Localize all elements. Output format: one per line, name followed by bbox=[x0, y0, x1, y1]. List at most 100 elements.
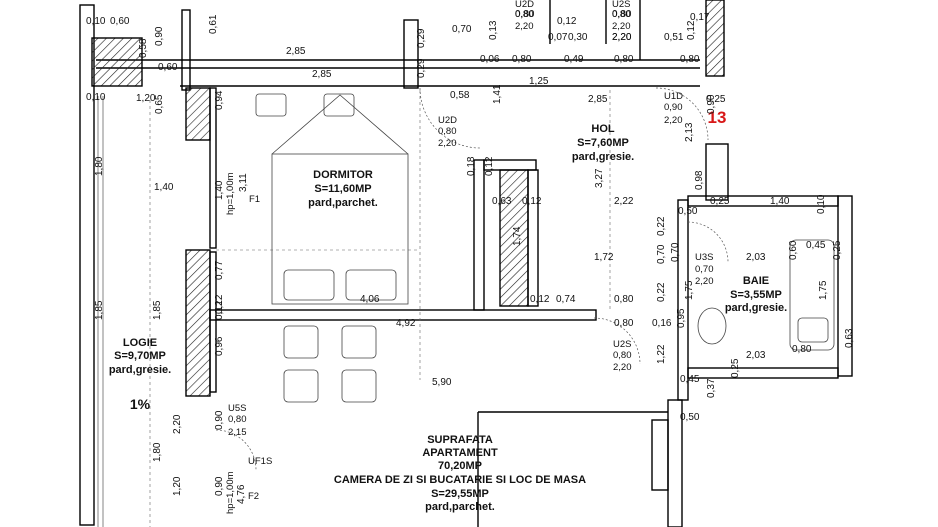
svg-text:BAIE: BAIE bbox=[743, 275, 769, 287]
dimension-label: 2,03 bbox=[746, 350, 766, 361]
logie-label: LOGIE S=9,70MP pard,gresie. 1% bbox=[109, 337, 171, 412]
svg-text:0,90: 0,90 bbox=[664, 102, 683, 113]
svg-text:U2D: U2D bbox=[515, 0, 534, 10]
dimension-label: 0,60 bbox=[110, 16, 130, 27]
dimension-label: 0,10 bbox=[86, 92, 106, 103]
dimension-label: 3,11 bbox=[238, 173, 249, 192]
dimension-label: 0,80 bbox=[614, 318, 634, 329]
opening-tag: U1D 0,90 2,20 bbox=[664, 91, 683, 126]
hol-partition bbox=[473, 159, 485, 311]
pier-upper bbox=[185, 87, 211, 141]
dimension-label: 0,63 bbox=[492, 196, 512, 207]
dimension-label: 0,25 bbox=[730, 358, 741, 378]
dimension-label: 0,80 bbox=[614, 54, 634, 65]
dimension-label: 2,85 bbox=[588, 94, 608, 105]
dimension-label: 0,12 bbox=[686, 20, 697, 40]
svg-text:U2S: U2S bbox=[613, 339, 631, 350]
svg-text:0,80: 0,80 bbox=[438, 126, 457, 137]
dimension-label: 0,07 bbox=[548, 32, 568, 43]
dimension-label: 0,06 bbox=[480, 54, 500, 65]
dimension-label: 0,80 bbox=[512, 54, 532, 65]
bathtub bbox=[789, 239, 835, 351]
dimension-label: 0,70 bbox=[452, 24, 472, 35]
window-frame-upper bbox=[209, 87, 217, 249]
dimension-label: 1,80 bbox=[94, 156, 105, 176]
svg-text:APARTAMENT: APARTAMENT bbox=[422, 447, 498, 459]
dimension-label: 0,70 bbox=[670, 242, 681, 262]
svg-text:S=29,55MP: S=29,55MP bbox=[431, 488, 489, 500]
dimension-label: 0,45 bbox=[806, 240, 826, 251]
svg-text:SUPRAFATA: SUPRAFATA bbox=[427, 434, 493, 446]
svg-text:HOL: HOL bbox=[591, 123, 615, 135]
dimension-label: 0,90 bbox=[214, 410, 225, 430]
dimension-label: 1,20 bbox=[136, 93, 156, 104]
opening-tag: U3S 0,70 2,20 bbox=[695, 252, 714, 287]
dimension-label: 2,20 bbox=[172, 414, 183, 434]
dimension-label: 0,95 bbox=[676, 308, 687, 328]
dimension-label: 4,06 bbox=[360, 294, 380, 305]
svg-text:2,20: 2,20 bbox=[664, 115, 683, 126]
svg-text:70,20MP: 70,20MP bbox=[438, 460, 482, 472]
dimension-label: 0,10 bbox=[86, 16, 106, 27]
slope-label: 1% bbox=[130, 396, 151, 412]
dimension-label: 1,85 bbox=[94, 300, 105, 320]
dimension-label: 0,65 bbox=[154, 94, 165, 114]
dimension-label: 1,72 bbox=[594, 252, 614, 263]
svg-text:0,80: 0,80 bbox=[228, 414, 247, 425]
dimension-label: 4,76 bbox=[236, 484, 247, 504]
exterior-wall-left bbox=[79, 4, 95, 526]
svg-text:2,20: 2,20 bbox=[438, 138, 457, 149]
dimension-label: 0,13 bbox=[488, 20, 499, 40]
dimension-label: 0,49 bbox=[564, 54, 584, 65]
dimension-label: 0,37 bbox=[706, 378, 717, 398]
dimension-label: 0,90 bbox=[214, 476, 225, 496]
dimension-label: 0,29 bbox=[416, 58, 427, 78]
chair bbox=[341, 369, 377, 403]
column-top-left bbox=[91, 37, 143, 87]
bath-bottom-wall bbox=[687, 367, 839, 379]
dimension-label: 0,96 bbox=[214, 336, 225, 356]
svg-text:U2S: U2S bbox=[612, 0, 630, 10]
svg-text:S=11,60MP: S=11,60MP bbox=[314, 183, 371, 195]
dimension-label: 0,90 bbox=[706, 94, 717, 114]
svg-text:2,20: 2,20 bbox=[612, 21, 631, 32]
svg-text:S=9,70MP: S=9,70MP bbox=[114, 350, 166, 362]
bath-left-wall bbox=[677, 199, 689, 401]
dimension-label: 0,60 bbox=[788, 240, 799, 260]
svg-text:2,20: 2,20 bbox=[515, 21, 534, 32]
dimension-label: 2,85 bbox=[312, 69, 332, 80]
svg-text:U2D: U2D bbox=[438, 115, 457, 126]
opening-tag: UF1S bbox=[248, 456, 272, 467]
dormitor-label: DORMITOR S=11,60MP pard,parchet. bbox=[308, 169, 378, 209]
dimension-label: 0,50 bbox=[680, 412, 700, 423]
dimension-label: 0,12 bbox=[557, 16, 577, 27]
dimension-label: 0,45 bbox=[680, 374, 700, 385]
dimension-label: 2,20 bbox=[612, 32, 632, 43]
dimension-label: 0,80 bbox=[612, 9, 632, 20]
svg-text:S=3,55MP: S=3,55MP bbox=[730, 289, 782, 301]
door-swing bbox=[593, 317, 641, 365]
bed-headboard bbox=[271, 94, 409, 155]
apartment-number: 13 bbox=[708, 108, 727, 127]
svg-text:0,70: 0,70 bbox=[695, 264, 714, 275]
dimension-label: 0,51 bbox=[664, 32, 684, 43]
dimension-label: 0,70 bbox=[656, 244, 667, 264]
furniture bbox=[255, 93, 835, 403]
shaft-hatch bbox=[499, 169, 529, 307]
bed bbox=[271, 153, 409, 305]
opening-tag: U2D 0,80 2,20 bbox=[438, 115, 457, 149]
svg-text:0,80: 0,80 bbox=[515, 9, 534, 20]
dimension-label: 0,30 bbox=[568, 32, 588, 43]
dimension-label: 0,25 bbox=[710, 196, 730, 207]
dimension-label: 0,12 bbox=[214, 300, 225, 320]
logia-wall-top bbox=[181, 9, 191, 91]
svg-text:0,80: 0,80 bbox=[613, 350, 632, 361]
column-top-right bbox=[705, 0, 725, 77]
dimension-label: 0,12 bbox=[214, 294, 225, 314]
dimension-label: 0,60 bbox=[158, 62, 178, 73]
dimension-label: 0,10 bbox=[816, 194, 827, 214]
door-swing bbox=[655, 87, 709, 141]
dimension-label: 0,25 bbox=[706, 94, 726, 105]
dimension-guides bbox=[149, 90, 611, 527]
